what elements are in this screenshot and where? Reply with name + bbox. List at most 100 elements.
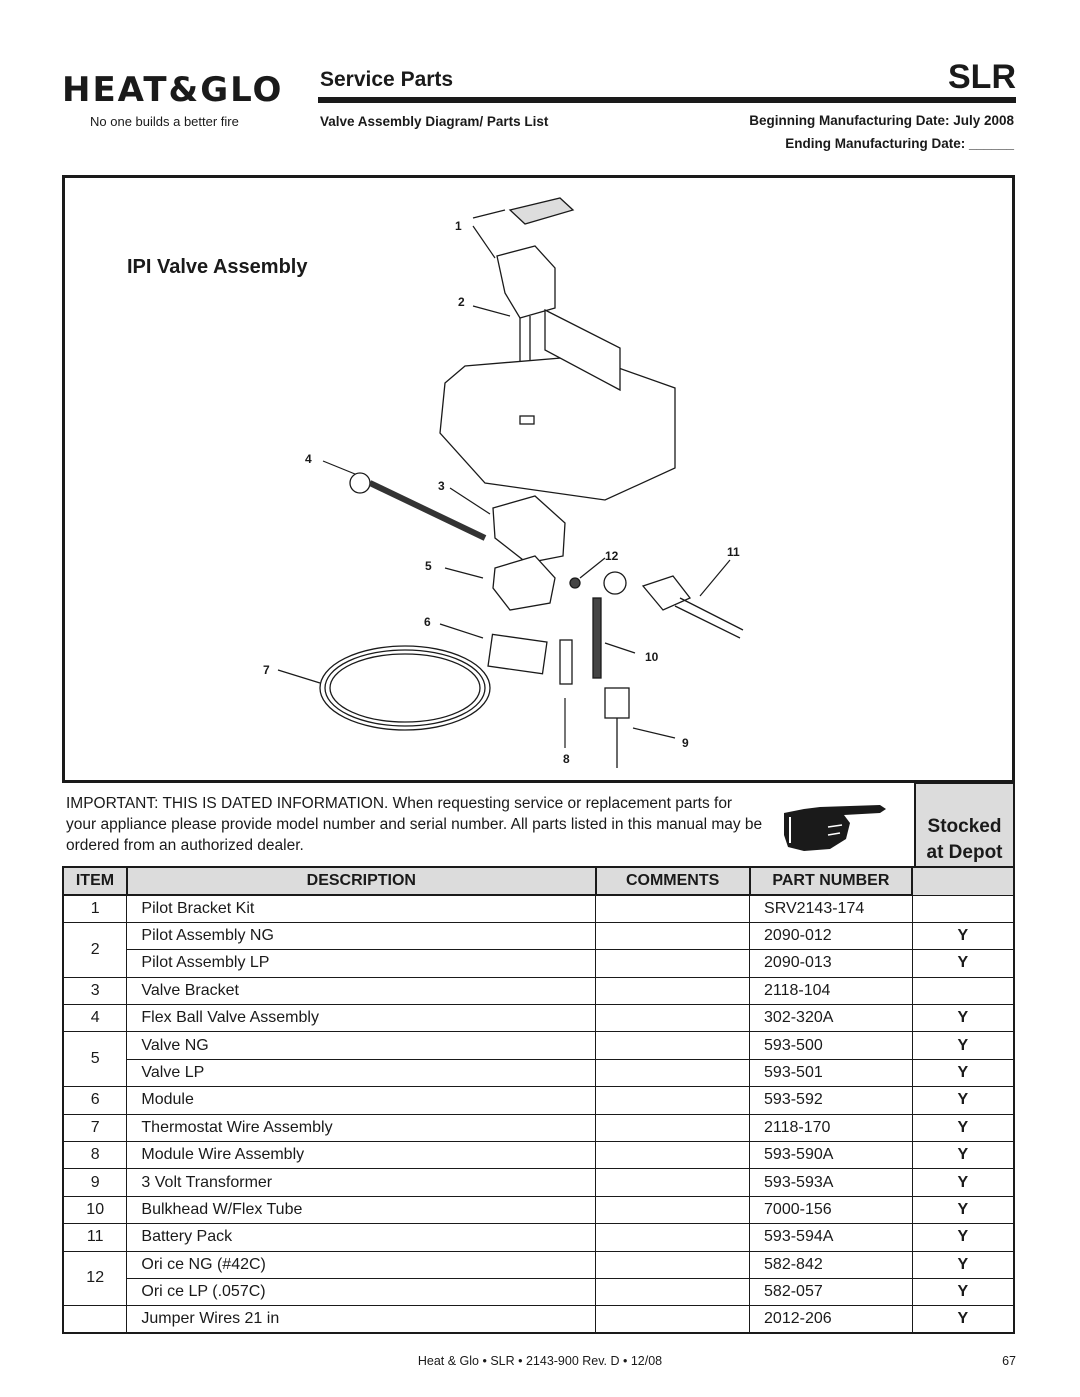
description-cell: 3 Volt Transformer (126, 1168, 597, 1197)
description-cell: Pilot Assembly LP (126, 949, 597, 978)
stocked-cell: Y (911, 1141, 1015, 1170)
orifice-part (569, 577, 581, 589)
part-number-cell: 2090-013 (749, 949, 913, 978)
beginning-mfg-date: Beginning Manufacturing Date: July 2008 (749, 113, 1014, 128)
bulkhead-part (592, 597, 602, 679)
logo-tagline: No one builds a better fire (90, 114, 239, 129)
item-cell: 10 (62, 1195, 128, 1225)
description-cell: Thermostat Wire Assembly (126, 1113, 597, 1143)
description-cell: Valve Bracket (126, 976, 597, 1006)
table-row: Pilot Assembly LP 2090-013 Y (63, 949, 1015, 978)
comments-cell (595, 1031, 751, 1060)
description-cell: Module (126, 1086, 597, 1115)
comments-cell (595, 976, 751, 1006)
parts-list-table: ITEM DESCRIPTION COMMENTS PART NUMBER 1 … (62, 866, 1015, 1335)
table-row: Ori ce LP (.057C) 582-057 Y (63, 1277, 1015, 1307)
part-number-cell: 593-593A (749, 1168, 913, 1197)
part-number-cell: 2118-170 (749, 1113, 913, 1143)
logo-wordmark: HEAT&GLO (62, 70, 284, 110)
stocked-cell: Y (911, 1277, 1015, 1307)
callout-8: 8 (563, 752, 570, 766)
part-number-cell: 593-500 (749, 1031, 913, 1060)
callout-2: 2 (458, 295, 465, 309)
stocked-cell: Y (911, 1113, 1015, 1143)
item-cell: 11 (62, 1223, 128, 1252)
table-row: 12 Ori ce NG (#42C) 582-842 Y (62, 1250, 1015, 1307)
description-cell: Bulkhead W/Flex Tube (126, 1195, 597, 1225)
diagram-panel: IPI Valve Assembly (62, 175, 1015, 783)
table-row: 5 Valve NG 593-500 Y (62, 1031, 1015, 1088)
comments-cell (595, 1277, 751, 1307)
item-cell: 5 (62, 1031, 128, 1088)
battery-pack-part (641, 575, 692, 611)
comments-cell (595, 894, 751, 923)
stocked-cell: Y (911, 1004, 1015, 1033)
stocked-cell (911, 976, 1015, 1006)
comments-cell (595, 1305, 751, 1334)
comments-cell (595, 1223, 751, 1252)
description-cell: Battery Pack (126, 1223, 597, 1252)
stocked-cell: Y (911, 1168, 1015, 1197)
stocked-cell: Y (911, 1058, 1015, 1088)
comments-cell (595, 1168, 751, 1197)
item-cell: 9 (62, 1168, 128, 1197)
item-cell: 4 (62, 1004, 128, 1033)
item-column-header: ITEM (62, 867, 128, 896)
part-number-cell: 593-501 (749, 1058, 913, 1088)
stocked-label: Stocked (927, 816, 1002, 837)
page-number: 67 (1002, 1354, 1016, 1368)
table-row: 10 Bulkhead W/Flex Tube 7000-156 Y (62, 1195, 1015, 1225)
description-cell: Jumper Wires 21 in (126, 1305, 597, 1334)
part-number-cell: 7000-156 (749, 1195, 913, 1225)
item-cell (62, 1305, 128, 1334)
callout-12: 12 (605, 549, 619, 563)
part-number-cell: 582-842 (749, 1250, 913, 1279)
at-depot-label: at Depot (926, 842, 1003, 863)
item-cell: 6 (62, 1086, 128, 1115)
part-number-cell: 2012-206 (749, 1305, 913, 1334)
item-cell: 12 (62, 1250, 128, 1307)
stocked-cell: Y (911, 921, 1015, 951)
table-row: 11 Battery Pack 593-594A Y (62, 1223, 1015, 1252)
stocked-cell: Y (911, 1305, 1015, 1334)
description-cell: Pilot Assembly NG (126, 921, 597, 951)
diagram-title: IPI Valve Assembly (127, 256, 308, 278)
part-number-cell: 593-590A (749, 1141, 913, 1170)
heat-glo-logo: HEAT&GLO No one builds a better fire (62, 72, 292, 136)
callout-10: 10 (645, 650, 659, 664)
pilot-assembly-part (496, 245, 556, 319)
item-cell: 8 (62, 1141, 128, 1170)
part-number-cell: 2118-104 (749, 976, 913, 1006)
description-cell: Ori ce NG (#42C) (126, 1250, 597, 1279)
part-number-cell: 302-320A (749, 1004, 913, 1033)
comments-cell (595, 1004, 751, 1033)
stocked-cell: Y (911, 949, 1015, 978)
part-number-cell: 2090-012 (749, 921, 913, 951)
table-row: Jumper Wires 21 in 2012-206 Y (62, 1305, 1015, 1334)
stocked-cell: Y (911, 1195, 1015, 1225)
callout-11: 11 (727, 545, 740, 559)
part-number-cell: 593-594A (749, 1223, 913, 1252)
table-row: 1 Pilot Bracket Kit SRV2143-174 (62, 894, 1015, 923)
section-title: Service Parts (320, 68, 454, 91)
item-cell: 3 (62, 976, 128, 1006)
item-cell: 7 (62, 1113, 128, 1143)
part-number-column-header: PART NUMBER (748, 867, 914, 896)
module-wire-part (559, 639, 573, 685)
table-row: 9 3 Volt Transformer 593-593A Y (62, 1168, 1015, 1197)
gas-valve-part (492, 555, 556, 611)
table-row: 6 Module 593-592 Y (62, 1086, 1015, 1115)
valve-bracket-part (492, 495, 566, 564)
description-cell: Module Wire Assembly (126, 1141, 597, 1170)
callout-6: 6 (424, 615, 431, 629)
ball-valve-part (349, 472, 371, 494)
pointing-hand-icon (784, 805, 886, 851)
stocked-cell: Y (911, 1223, 1015, 1252)
thermostat-wire-part (319, 645, 491, 731)
description-column-header: DESCRIPTION (125, 867, 597, 896)
ending-mfg-date: Ending Manufacturing Date: ______ (785, 136, 1014, 151)
table-row: 2 Pilot Assembly NG 2090-012 Y (62, 921, 1015, 978)
comments-column-header: COMMENTS (594, 867, 751, 896)
important-notice: IMPORTANT: THIS IS DATED INFORMATION. Wh… (66, 795, 763, 854)
comments-cell (595, 949, 751, 978)
